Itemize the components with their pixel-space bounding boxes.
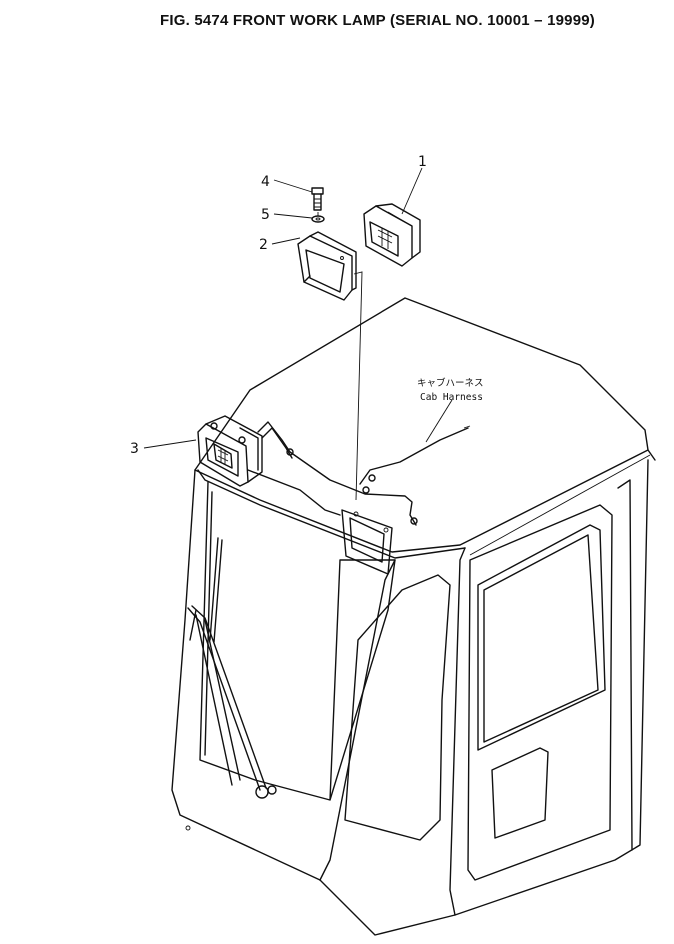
callout-2: 2 <box>259 237 268 253</box>
bolt-part <box>311 187 324 211</box>
figure-title: FIG. 5474 FRONT WORK LAMP (SERIAL NO. 10… <box>160 12 595 29</box>
lamp-bracket-part <box>297 231 357 301</box>
wiper-assembly <box>187 537 277 799</box>
washer-part <box>311 215 325 223</box>
callout-4: 4 <box>261 174 270 190</box>
cab-body <box>171 297 656 936</box>
leader-lines <box>143 167 471 449</box>
work-lamp-mounted <box>197 415 263 487</box>
callout-3: 3 <box>130 441 139 457</box>
cab-harness-label-jp: キャブハーネス <box>417 377 484 389</box>
lamp-wiring <box>247 421 469 526</box>
callout-1: 1 <box>418 154 427 170</box>
right-lamp-bracket-mounted <box>341 509 393 575</box>
work-lamp-part <box>363 203 421 267</box>
cab-harness-label-en: Cab Harness <box>420 392 483 403</box>
callout-5: 5 <box>261 207 270 223</box>
